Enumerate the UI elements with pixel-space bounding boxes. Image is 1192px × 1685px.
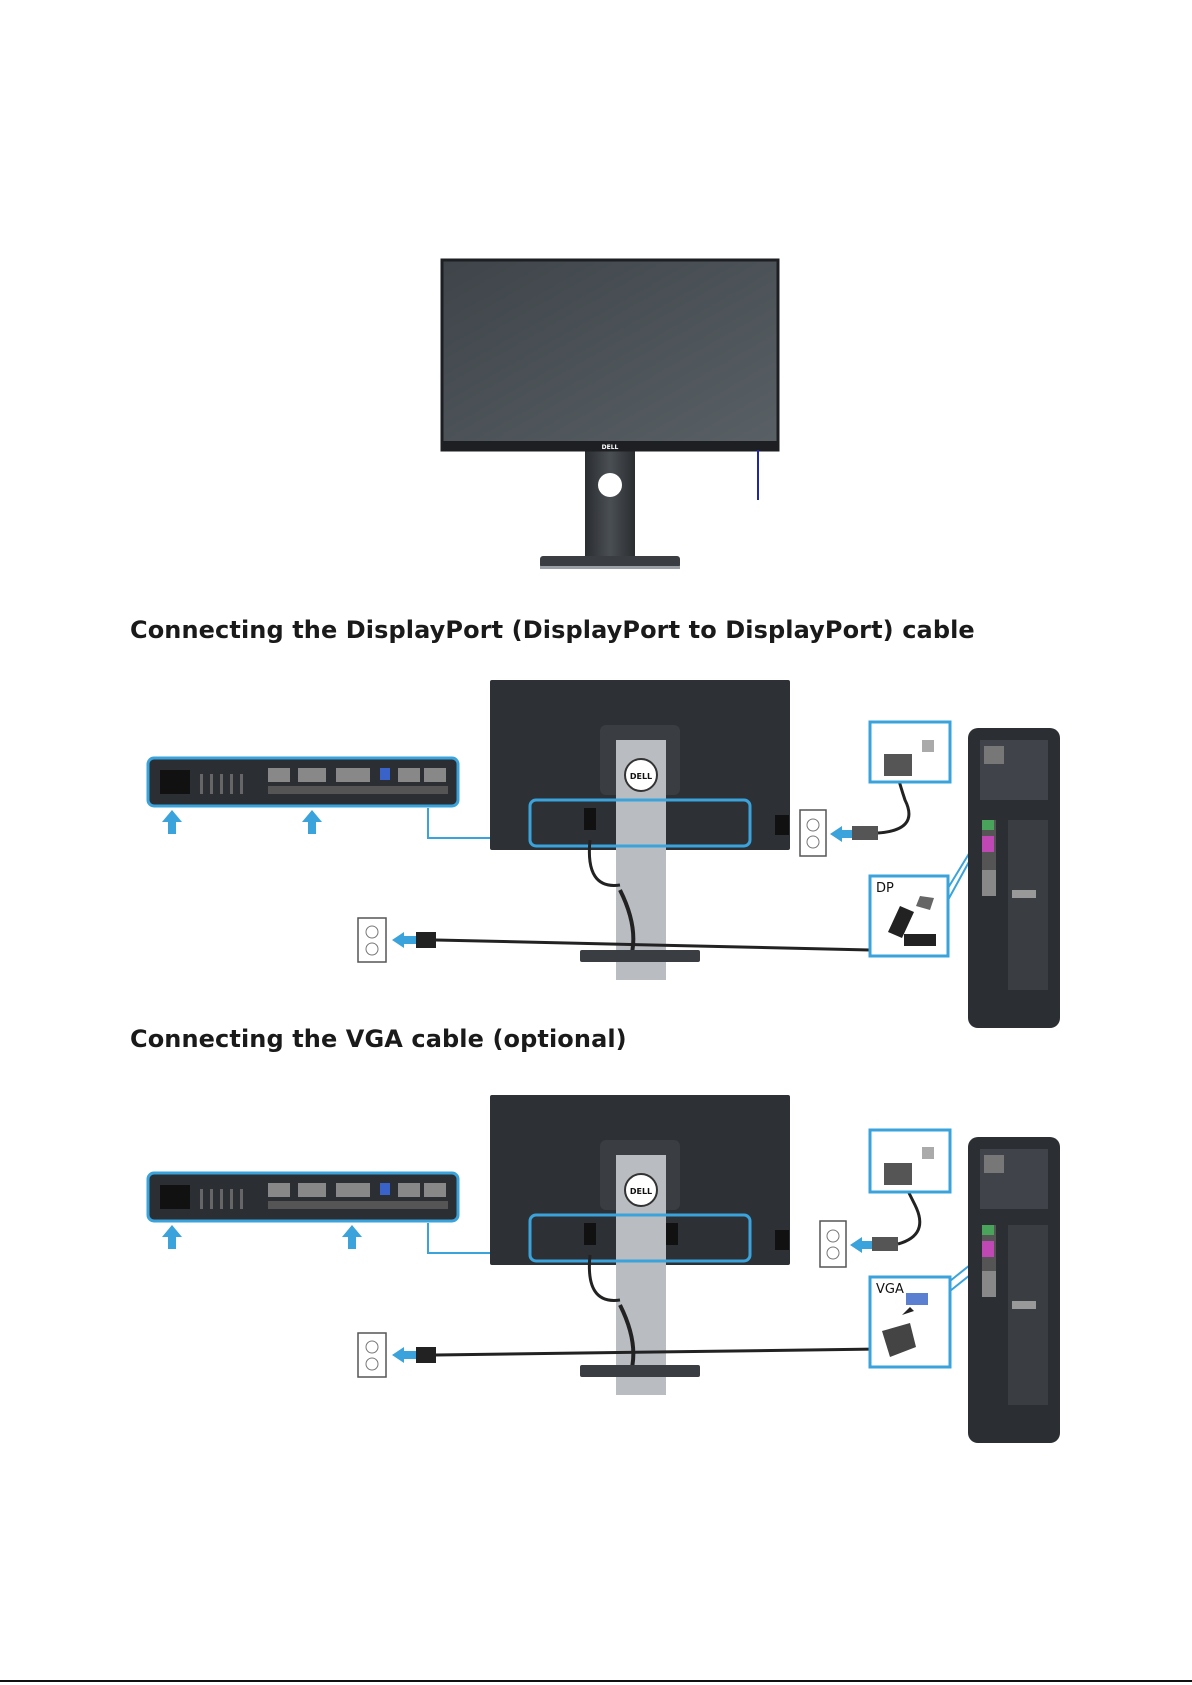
- stand-neck: [585, 450, 635, 560]
- port-panel-closeup: [148, 758, 458, 806]
- back-logo: DELL: [630, 772, 652, 781]
- arrow-dp-port: [302, 810, 322, 834]
- dp-label: DP: [876, 881, 894, 896]
- pc-tower: [968, 728, 1060, 1028]
- vga-label: VGA: [876, 1282, 904, 1297]
- vga-connector-callout: VGA: [870, 1265, 970, 1367]
- footer-rule: [0, 1680, 1192, 1682]
- arrow-power-port: [162, 810, 182, 834]
- monitor-back: DELL: [490, 680, 790, 980]
- arrow-vga-port: [342, 1225, 362, 1249]
- monitor-front-illustration: DELL: [440, 260, 800, 580]
- cable-hole: [598, 473, 622, 497]
- pc-tower-vga: [968, 1137, 1060, 1443]
- vga-connection-diagram: DELL VGA: [0, 1085, 1192, 1505]
- monitor-logo: DELL: [602, 444, 619, 451]
- port-panel-closeup-vga: [148, 1173, 458, 1221]
- section-heading-displayport: Connecting the DisplayPort (DisplayPort …: [130, 616, 975, 644]
- monitor-screen: [442, 260, 778, 450]
- dp-connector-callout: DP: [870, 852, 970, 956]
- back-logo-vga: DELL: [630, 1187, 652, 1196]
- arrow-power-port-vga: [162, 1225, 182, 1249]
- section-heading-vga: Connecting the VGA cable (optional): [130, 1025, 627, 1053]
